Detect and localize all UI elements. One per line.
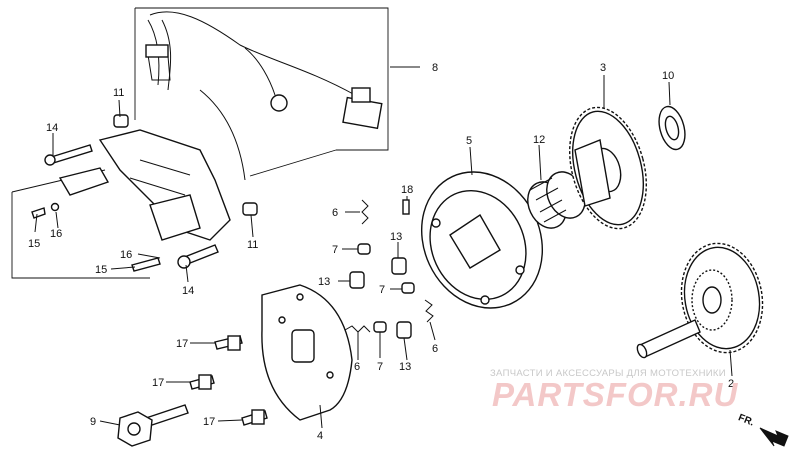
- callout-12: 12: [533, 134, 545, 146]
- callout-17-c: 17: [203, 416, 215, 428]
- spring-6-right: [424, 299, 434, 323]
- callout-4: 4: [317, 430, 323, 442]
- bolt-9: [117, 404, 189, 447]
- washer-10: [658, 105, 686, 151]
- callout-16-left: 16: [50, 228, 62, 240]
- cap-7-mid: [401, 282, 415, 294]
- roller-13-mid: [391, 257, 407, 275]
- callout-18: 18: [401, 184, 413, 196]
- spring-6-top: [361, 199, 369, 225]
- callout-6-low: 6: [354, 361, 360, 373]
- callout-6-right: 6: [432, 343, 438, 355]
- callout-7-mid: 7: [379, 284, 385, 296]
- roller-13-top: [349, 271, 365, 289]
- callout-17-a: 17: [176, 338, 188, 350]
- callout-9: 9: [90, 416, 96, 428]
- collar-11-upper: [113, 114, 129, 128]
- bolt-17-b: [189, 374, 215, 390]
- callout-14-lower: 14: [182, 285, 194, 297]
- callout-10: 10: [662, 70, 674, 82]
- pin-18: [402, 199, 410, 215]
- watermark-tagline: ЗАПЧАСТИ И АКСЕССУАРЫ ДЛЯ МОТОТЕХНИКИ: [490, 368, 726, 379]
- screw-15-left: [31, 202, 60, 219]
- harness-box-outline: [11, 7, 389, 279]
- wire-harness: [145, 11, 383, 181]
- callout-3: 3: [600, 62, 606, 74]
- callout-labels: 11 14 15 16 16 15 14 11 8 6 7 13 18 13 7…: [28, 62, 734, 442]
- bolt-14-lower: [177, 244, 219, 269]
- callout-17-b: 17: [152, 377, 164, 389]
- starter-driven-gear-3: [569, 106, 647, 230]
- bolt-17-a: [214, 335, 243, 351]
- callout-15-left: 15: [28, 238, 40, 250]
- callout-14-upper: 14: [46, 122, 58, 134]
- watermark-brand: PARTSFOR.RU: [492, 376, 739, 413]
- callout-13-mid: 13: [390, 231, 402, 243]
- callout-13-top: 13: [318, 276, 330, 288]
- starter-clutch-outer-5: [420, 171, 544, 309]
- clutch-plate-4: [261, 284, 353, 421]
- reduction-gear-2: [680, 242, 764, 354]
- front-arrow: [759, 427, 789, 447]
- reduction-shaft: [636, 319, 701, 359]
- callout-2: 2: [728, 378, 734, 390]
- callout-15-lower: 15: [95, 264, 107, 276]
- callout-7-low: 7: [377, 361, 383, 373]
- callout-8: 8: [432, 62, 438, 74]
- spring-6-low: [344, 325, 371, 333]
- cap-7-low: [373, 321, 387, 333]
- collar-11-lower: [242, 202, 258, 216]
- callout-16-lower: 16: [120, 249, 132, 261]
- callout-6-top: 6: [332, 207, 338, 219]
- callout-5: 5: [466, 135, 472, 147]
- callout-13-low: 13: [399, 361, 411, 373]
- cap-7-top: [357, 243, 371, 255]
- callout-7-top: 7: [332, 244, 338, 256]
- leader-lines: [34, 66, 733, 429]
- callout-11-upper: 11: [113, 87, 124, 99]
- callout-11-lower: 11: [247, 239, 258, 251]
- bolt-14-upper: [44, 144, 93, 166]
- screw-15-lower: [131, 257, 161, 272]
- bolt-17-c: [241, 409, 268, 426]
- pulse-generator-bracket: [58, 129, 231, 241]
- roller-13-low: [396, 321, 412, 339]
